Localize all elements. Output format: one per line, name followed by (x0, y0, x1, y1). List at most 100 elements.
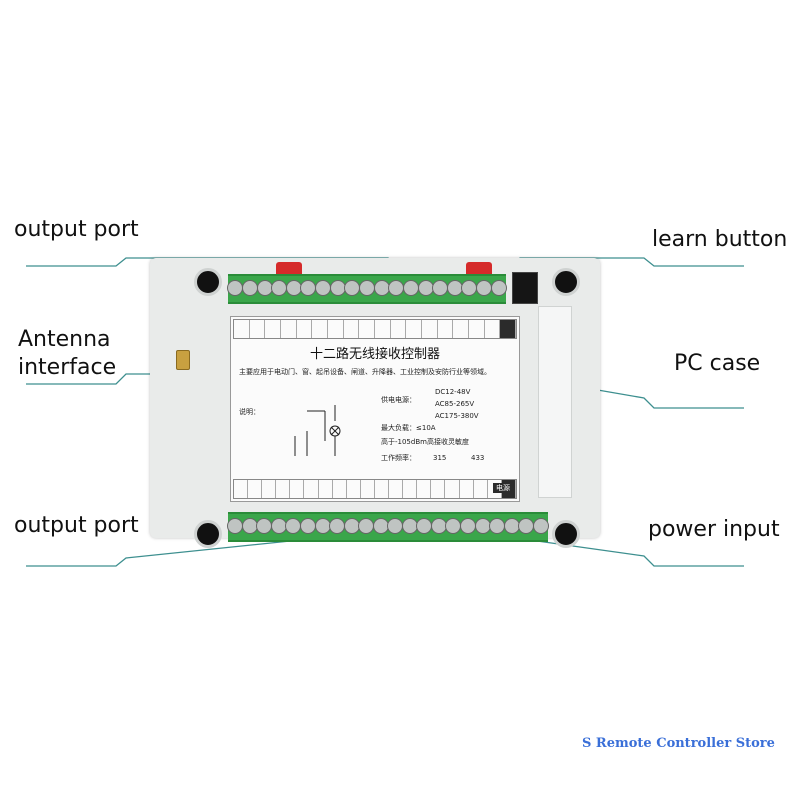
terminal-screw-icon (461, 280, 478, 296)
terminal-screw-icon (358, 518, 375, 534)
terminal-screw-icon (476, 280, 493, 296)
terminal-label-cell (474, 480, 488, 498)
device-label: 十二路无线接收控制器 主要应用于电动门、窗、起吊设备、闸道、升降器、工业控制及安… (230, 316, 520, 502)
terminal-screw-icon (300, 280, 317, 296)
callout-output-port-bottom: output port (14, 513, 139, 538)
frequency-option-433: 433 (471, 454, 485, 462)
terminal-screw-icon (417, 280, 434, 296)
terminal-label-cell (333, 480, 347, 498)
terminal-block-top (227, 274, 507, 304)
terminal-label-cell (290, 480, 305, 498)
mount-hole-icon (194, 268, 222, 296)
terminal-label-cell (319, 480, 333, 498)
terminal-label-cell (485, 320, 501, 338)
terminal-screw-icon (227, 518, 244, 534)
terminal-screw-icon (402, 280, 419, 296)
device-description: 主要应用于电动门、窗、起吊设备、闸道、升降器、工业控制及安防行业等领域。 (239, 368, 491, 376)
terminal-label-row-bottom (233, 479, 517, 499)
terminal-label-cell (431, 480, 446, 498)
callout-learn-button: learn button (652, 227, 788, 252)
terminal-label-cell (297, 320, 313, 338)
device-title: 十二路无线接收控制器 (309, 347, 440, 362)
terminal-label-cell (417, 480, 432, 498)
terminal-screw-icon (329, 280, 346, 296)
terminal-screw-icon (329, 518, 346, 534)
terminal-label-cell (347, 480, 361, 498)
terminal-screw-icon (359, 280, 375, 296)
terminal-label-row-top (233, 319, 517, 339)
terminal-label-cell (375, 320, 391, 338)
terminal-screw-icon (373, 280, 390, 296)
terminal-label-cell (391, 320, 407, 338)
terminal-label-cell (281, 320, 297, 338)
callout-pc-case: PC case (674, 351, 761, 376)
terminal-screw-icon (256, 280, 273, 296)
antenna-connector-icon (176, 350, 190, 370)
terminal-label-cell (312, 320, 329, 338)
power-option-1: DC12-48V (435, 388, 471, 396)
terminal-screw-icon (532, 518, 549, 534)
terminal-label-cell (262, 480, 277, 498)
terminal-screw-icon (446, 280, 463, 296)
note-label: 说明： (239, 408, 260, 416)
power-option-3: AC175-380V (435, 412, 479, 420)
terminal-label-cell (453, 320, 470, 338)
red-clip (466, 262, 492, 274)
terminal-screw-icon (271, 280, 288, 296)
terminal-label-cell (406, 320, 423, 338)
terminal-screw-icon (388, 280, 405, 296)
terminal-block-bottom (227, 512, 549, 542)
terminal-label-cell (361, 480, 375, 498)
max-load: 最大负载：≤10A (381, 424, 436, 432)
terminal-screw-icon (227, 280, 244, 296)
terminal-label-cell (403, 480, 418, 498)
terminal-label-cell (276, 480, 291, 498)
learn-button[interactable] (512, 272, 538, 304)
mount-hole-icon (552, 520, 580, 548)
terminal-screw-icon (387, 518, 404, 534)
power-label: 供电电源： (381, 396, 416, 404)
terminal-label-cell (234, 480, 249, 498)
terminal-label-cell (469, 320, 485, 338)
callout-antenna-interface: Antenna interface (18, 327, 117, 380)
store-watermark: S Remote Controller Store (582, 736, 775, 751)
terminal-label-cell (500, 320, 517, 338)
terminal-screw-icon (256, 518, 273, 534)
terminal-screw-icon (416, 518, 433, 534)
mount-hole-icon (552, 268, 580, 296)
terminal-label-cell (438, 320, 454, 338)
terminal-label-cell (460, 480, 474, 498)
terminal-screw-icon (300, 518, 316, 534)
terminal-label-cell (375, 480, 390, 498)
red-clip (276, 262, 302, 274)
terminal-label-cell (445, 480, 460, 498)
terminal-label-cell (234, 320, 250, 338)
sensitivity: 高于-105dBm高接收灵敏度 (381, 438, 469, 446)
terminal-screw-icon (490, 280, 507, 296)
terminal-screw-icon (285, 280, 302, 296)
terminal-screw-icon (241, 280, 258, 296)
terminal-screw-icon (344, 280, 361, 296)
terminal-label-cell (265, 320, 282, 338)
callout-power-input: power input (648, 517, 780, 542)
terminal-screw-icon (518, 518, 535, 534)
terminal-label-cell (359, 320, 376, 338)
terminal-label-cell (250, 320, 266, 338)
terminal-label-cell (328, 320, 344, 338)
wiring-schematic-icon (294, 405, 341, 456)
terminal-screw-icon (489, 518, 506, 534)
case-window (538, 306, 572, 498)
terminal-label-cell (304, 480, 319, 498)
terminal-label-cell (248, 480, 263, 498)
callout-output-port-top: output port (14, 217, 139, 242)
frequency-option-315: 315 (433, 454, 447, 462)
mount-hole-icon (194, 520, 222, 548)
terminal-label-cell (344, 320, 360, 338)
power-option-2: AC85-265V (435, 400, 475, 408)
terminal-label-cell (389, 480, 404, 498)
terminal-screw-icon (460, 518, 476, 534)
terminal-label-cell (422, 320, 438, 338)
terminal-screw-icon (315, 280, 332, 296)
terminal-screw-icon (432, 280, 449, 296)
power-tag: 电源 (493, 483, 513, 493)
